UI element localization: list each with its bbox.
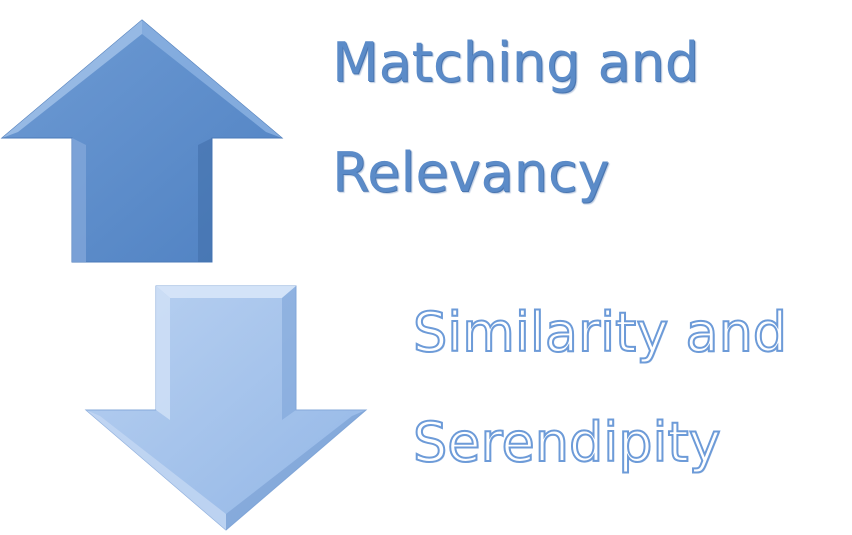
serendipity-text: Serendipity [412,411,722,474]
matching-and-text: Matching and [332,31,700,94]
up-arrow-shape [0,19,284,263]
similarity-serendipity-label: Similarity and Serendipity [412,301,788,474]
down-arrow-shape [84,285,368,531]
similarity-and-text: Similarity and [412,301,788,364]
relevancy-text: Relevancy [332,141,610,204]
matching-relevancy-label: Matching and Relevancy [332,36,699,200]
